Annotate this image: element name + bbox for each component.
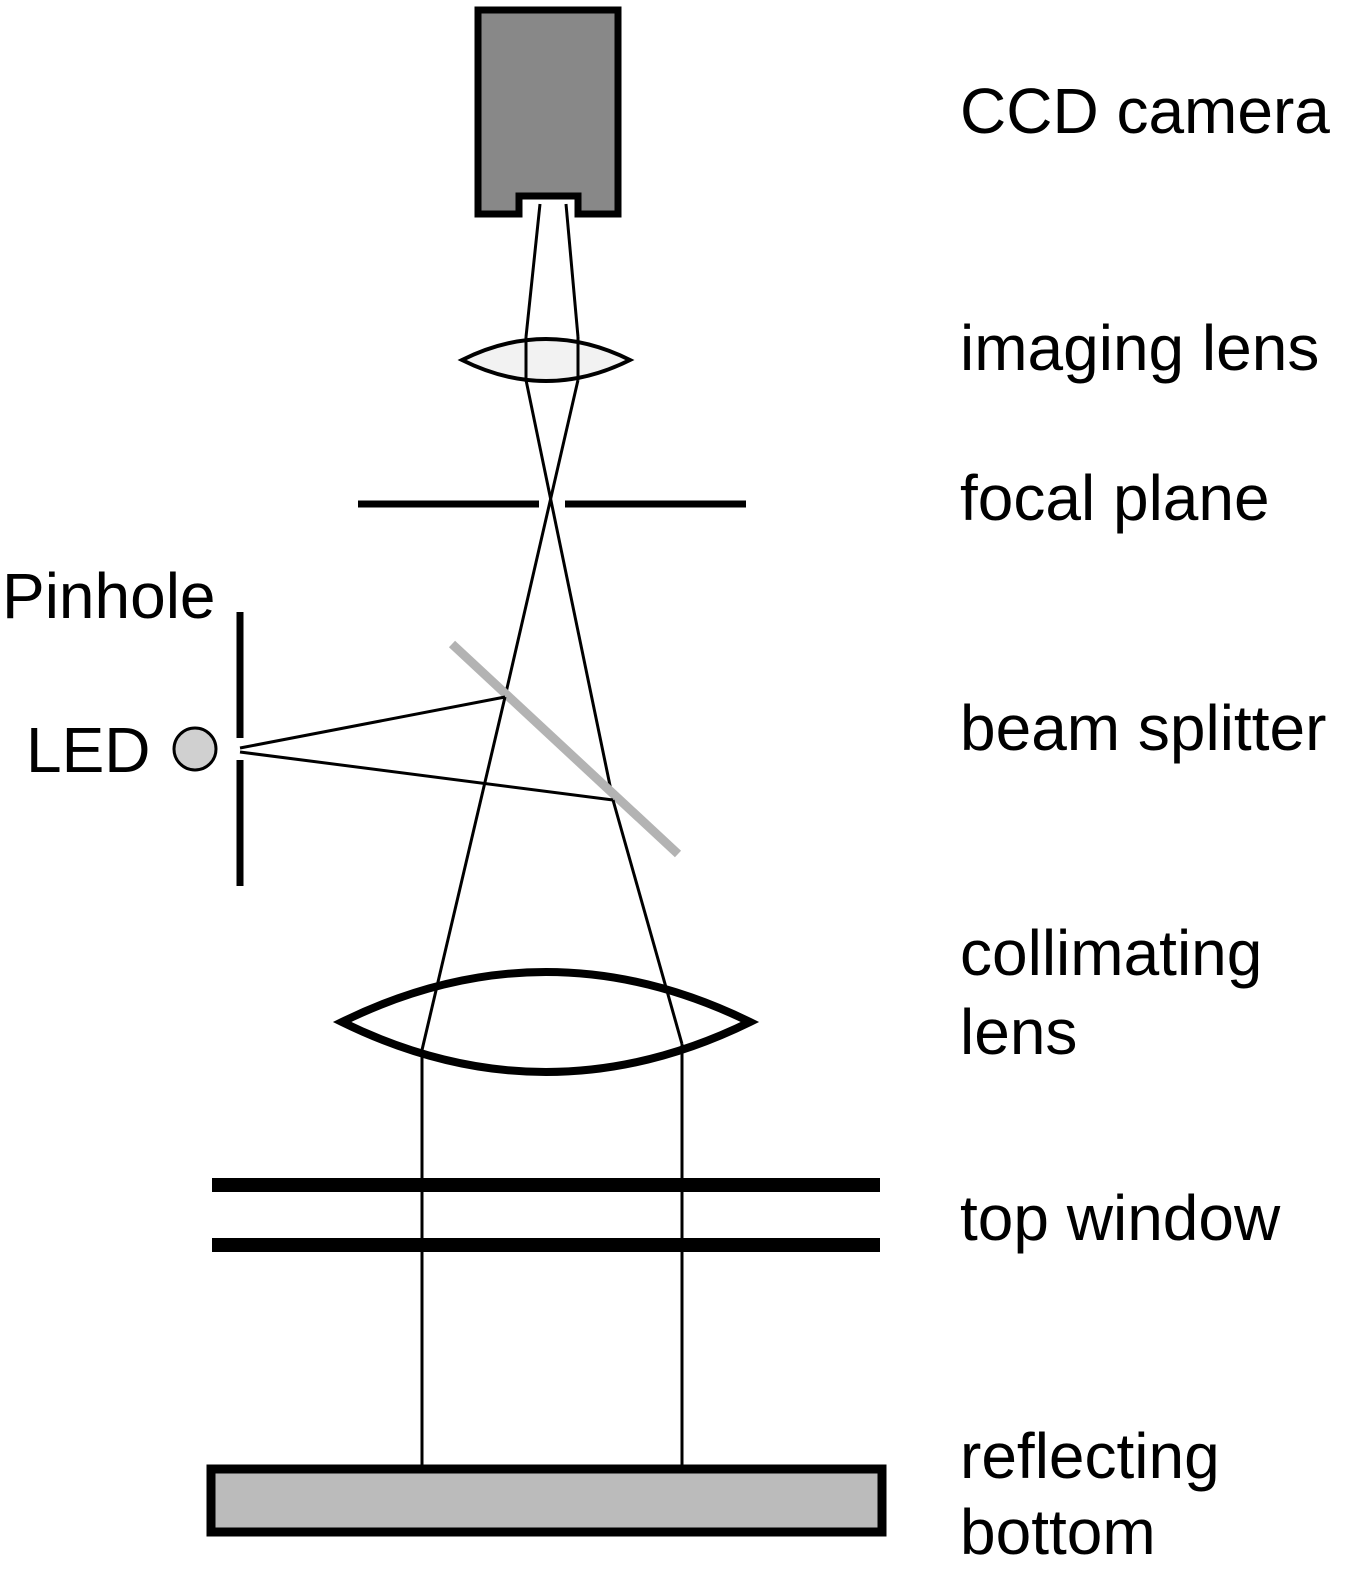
collimating-lens — [332, 968, 760, 1076]
label-collimating-lens-line1: collimating — [960, 917, 1262, 989]
split-ray-left — [420, 696, 507, 1051]
label-imaging-lens: imaging lens — [960, 312, 1319, 384]
crossing-ray-a — [524, 379, 615, 801]
camera-ray-right — [564, 203, 580, 338]
ccd-camera-body — [474, 6, 622, 218]
beam-splitter — [448, 640, 682, 858]
led-source — [172, 726, 218, 772]
led-ray-lower — [239, 750, 614, 802]
label-focal-plane: focal plane — [960, 462, 1270, 534]
split-ray-right — [611, 799, 684, 1045]
led-ray-upper — [239, 695, 506, 750]
label-beam-splitter: beam splitter — [960, 692, 1326, 764]
label-led: LED — [26, 714, 151, 786]
label-top-window: top window — [960, 1182, 1281, 1254]
label-reflecting-bottom-line1: reflecting — [960, 1420, 1220, 1492]
label-ccd-camera: CCD camera — [960, 75, 1330, 147]
label-reflecting-bottom-line2: bottom — [960, 1496, 1156, 1568]
label-pinhole: Pinhole — [2, 560, 216, 632]
camera-ray-left — [524, 203, 542, 338]
label-collimating-lens-line2: lens — [960, 996, 1077, 1068]
reflecting-bottom — [206, 1464, 887, 1537]
imaging-lens — [457, 337, 635, 383]
crossing-ray-b — [503, 379, 580, 698]
